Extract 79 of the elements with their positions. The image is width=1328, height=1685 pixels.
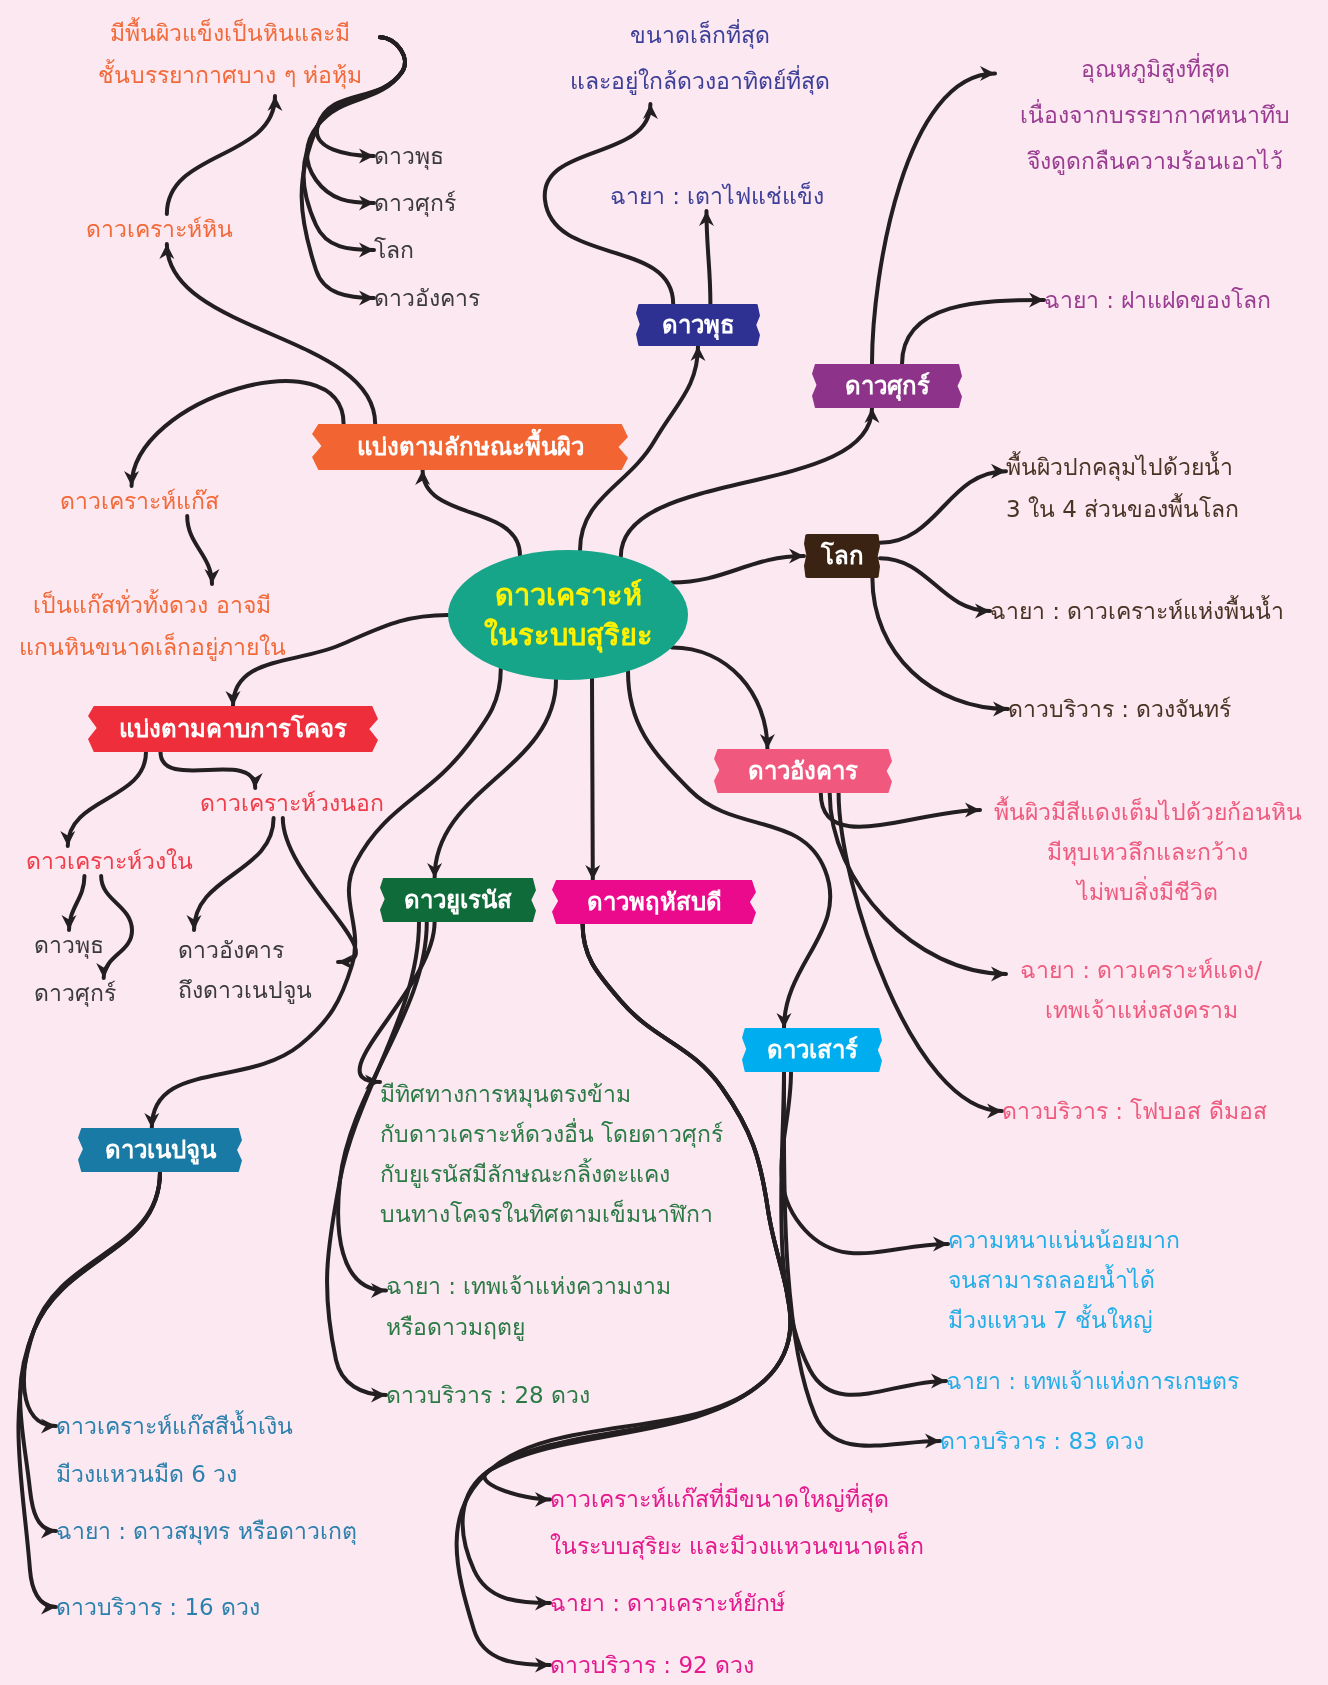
arrow <box>280 816 358 968</box>
arrow <box>62 750 148 848</box>
branch-label: ดาวเคราะห์วงใน <box>26 846 193 876</box>
arrow <box>299 35 407 306</box>
planet-banner: ดาวอังคาร <box>714 749 892 793</box>
nickname-text: ฉายา : เตาไฟแช่แข็ง <box>610 181 825 211</box>
planet-list-item: โลก <box>374 235 414 265</box>
planet-banner: ดาวยูเรนัส <box>380 878 536 922</box>
arrow <box>97 874 134 980</box>
arrow <box>325 920 421 1402</box>
description-text: พื้นผิวมีสีแดงเต็มไปด้วยก้อนหิน มีหุบเหวลึกและกว้าง ไม่พบสิ่งมีชีวิต <box>980 792 1315 912</box>
planet-list-item: ดาวศุกร์ <box>34 978 116 1008</box>
moon-count-text: ดาวบริวาร : โฟบอส ดีมอส <box>1002 1096 1267 1126</box>
moon-count-text: ดาวบริวาร : 83 ดวง <box>940 1426 1144 1456</box>
nickname-text: ฉายา : เทพเจ้าแห่งการเกษตร <box>946 1366 1240 1396</box>
nickname-text: ฉายา : ดาวเคราะห์แดง/ เทพเจ้าแห่งสงคราม <box>1006 950 1276 1030</box>
arrow <box>185 514 219 586</box>
description-text: ความหนาแน่นน้อยมาก จนสามารถลอยน้ำได้ มีวงแหวน 7 ชั้นใหญ่ <box>948 1220 1218 1340</box>
arrow <box>417 468 522 558</box>
arrow <box>358 920 437 1088</box>
description-text: มีพื้นผิวแข็งเป็นหินและมี ชั้นบรรยากาศบาง ๆ ห่อหุ้ม <box>80 12 380 96</box>
arrow <box>878 556 992 618</box>
planet-list-item: ดาวพุธ <box>374 141 444 171</box>
arrow <box>158 750 260 790</box>
category-banner: แบ่งตามคาบการโคจร <box>88 706 378 752</box>
arrow <box>428 677 558 880</box>
planet-list-item: ดาวอังคาร ถึงดาวเนปจูน <box>178 930 338 1010</box>
moon-count-text: ดาวบริวาร : 92 ดวง <box>550 1650 754 1680</box>
central-ellipse: ดาวเคราะห์ ในระบบสุริยะ <box>448 550 688 680</box>
arrow <box>188 816 276 932</box>
arrow <box>16 1170 162 1614</box>
nickname-text: ฉายา : ฝาแฝดของโลก <box>1044 285 1272 315</box>
arrow <box>900 292 1046 366</box>
arrow <box>162 242 378 426</box>
branch-label: ดาวเคราะห์วงนอก <box>200 788 384 818</box>
planet-banner: ดาวพุธ <box>636 304 760 346</box>
arrow <box>227 613 450 708</box>
arrow <box>669 645 774 751</box>
description-text: อุณหภูมิสูงที่สุด เนื่องจากบรรยากาศหนาทึบ จึงดูดกลืนความร้อนเอาไว้ <box>995 46 1315 184</box>
arrow <box>626 669 833 1030</box>
arrow <box>336 920 429 1297</box>
arrow <box>669 549 806 585</box>
arrow <box>878 465 1008 545</box>
moon-count-text: ดาวบริวาร : 28 ดวง <box>386 1380 590 1410</box>
nickname-text: ฉายา : ดาวสมุทร หรือดาวเกตุ <box>56 1516 357 1546</box>
planet-banner: ดาวศุกร์ <box>812 364 962 408</box>
planet-list-item: ดาวพุธ <box>34 930 104 960</box>
moon-count-text: ดาวบริวาร : 16 ดวง <box>56 1592 260 1622</box>
category-banner: แบ่งตามลักษณะพื้นผิว <box>312 424 628 470</box>
planet-banner: ดาวเนปจูน <box>78 1128 242 1172</box>
arrow <box>870 576 1010 716</box>
branch-label: ดาวเคราะห์หิน <box>86 214 233 244</box>
planet-list-item: ดาวศุกร์ <box>374 188 456 218</box>
moon-count-text: ดาวบริวาร : ดวงจันทร์ <box>1008 694 1232 724</box>
arrow <box>870 69 997 366</box>
nickname-text: ฉายา : ดาวเคราะห์แห่งพื้นน้ำ <box>990 596 1285 626</box>
arrow <box>836 791 1004 1116</box>
branch-label: ดาวเคราะห์แก๊ส <box>60 486 219 516</box>
planet-list-item: ดาวอังคาร <box>374 283 480 313</box>
arrow <box>578 344 705 553</box>
description-text: ดาวเคราะห์แก๊สที่มีขนาดใหญ่ที่สุด ในระบบสุริยะ และมีวงแหวนขนาดเล็ก <box>550 1476 970 1570</box>
arrow <box>827 791 1008 981</box>
description-text: ขนาดเล็กที่สุด และอยู่ใกล้ดวงอาทิตย์ที่สุด <box>545 12 855 104</box>
nickname-text: ฉายา : ดาวเคราะห์ยักษ์ <box>550 1588 786 1618</box>
arrow <box>146 666 503 1130</box>
planet-banner: ดาวพฤหัสบดี <box>552 880 756 924</box>
description-text: มีทิศทางการหมุนตรงข้าม กับดาวเคราะห์ดวงอื่น โดยดาวศุกร์ กับยูเรนัสมีลักษณะกลิ้งตะแคง บนทางโคจรในทิศตามเข็มนาฬิกา <box>380 1074 755 1234</box>
arrow <box>62 874 87 932</box>
description-text: พื้นผิวปกคลุมไปด้วยน้ำ 3 ใน 4 ส่วนของพื้นโลก <box>1006 446 1244 530</box>
planet-banner: โลก <box>804 534 880 578</box>
nickname-text: ฉายา : เทพเจ้าแห่งความงาม หรือดาวมฤตยู <box>386 1266 706 1348</box>
planet-banner: ดาวเสาร์ <box>742 1028 882 1072</box>
arrow <box>164 94 281 216</box>
arrow <box>127 379 346 488</box>
arrow <box>543 102 676 306</box>
description-text: ดาวเคราะห์แก๊สสีน้ำเงิน มีวงแหวนมืด 6 วง <box>56 1402 336 1498</box>
description-text: เป็นแก๊สทั่วทั้งดวง อาจมี แกนหินขนาดเล็กอยู่ภายใน <box>2 584 302 668</box>
arrow <box>818 791 982 829</box>
arrow <box>699 209 715 306</box>
